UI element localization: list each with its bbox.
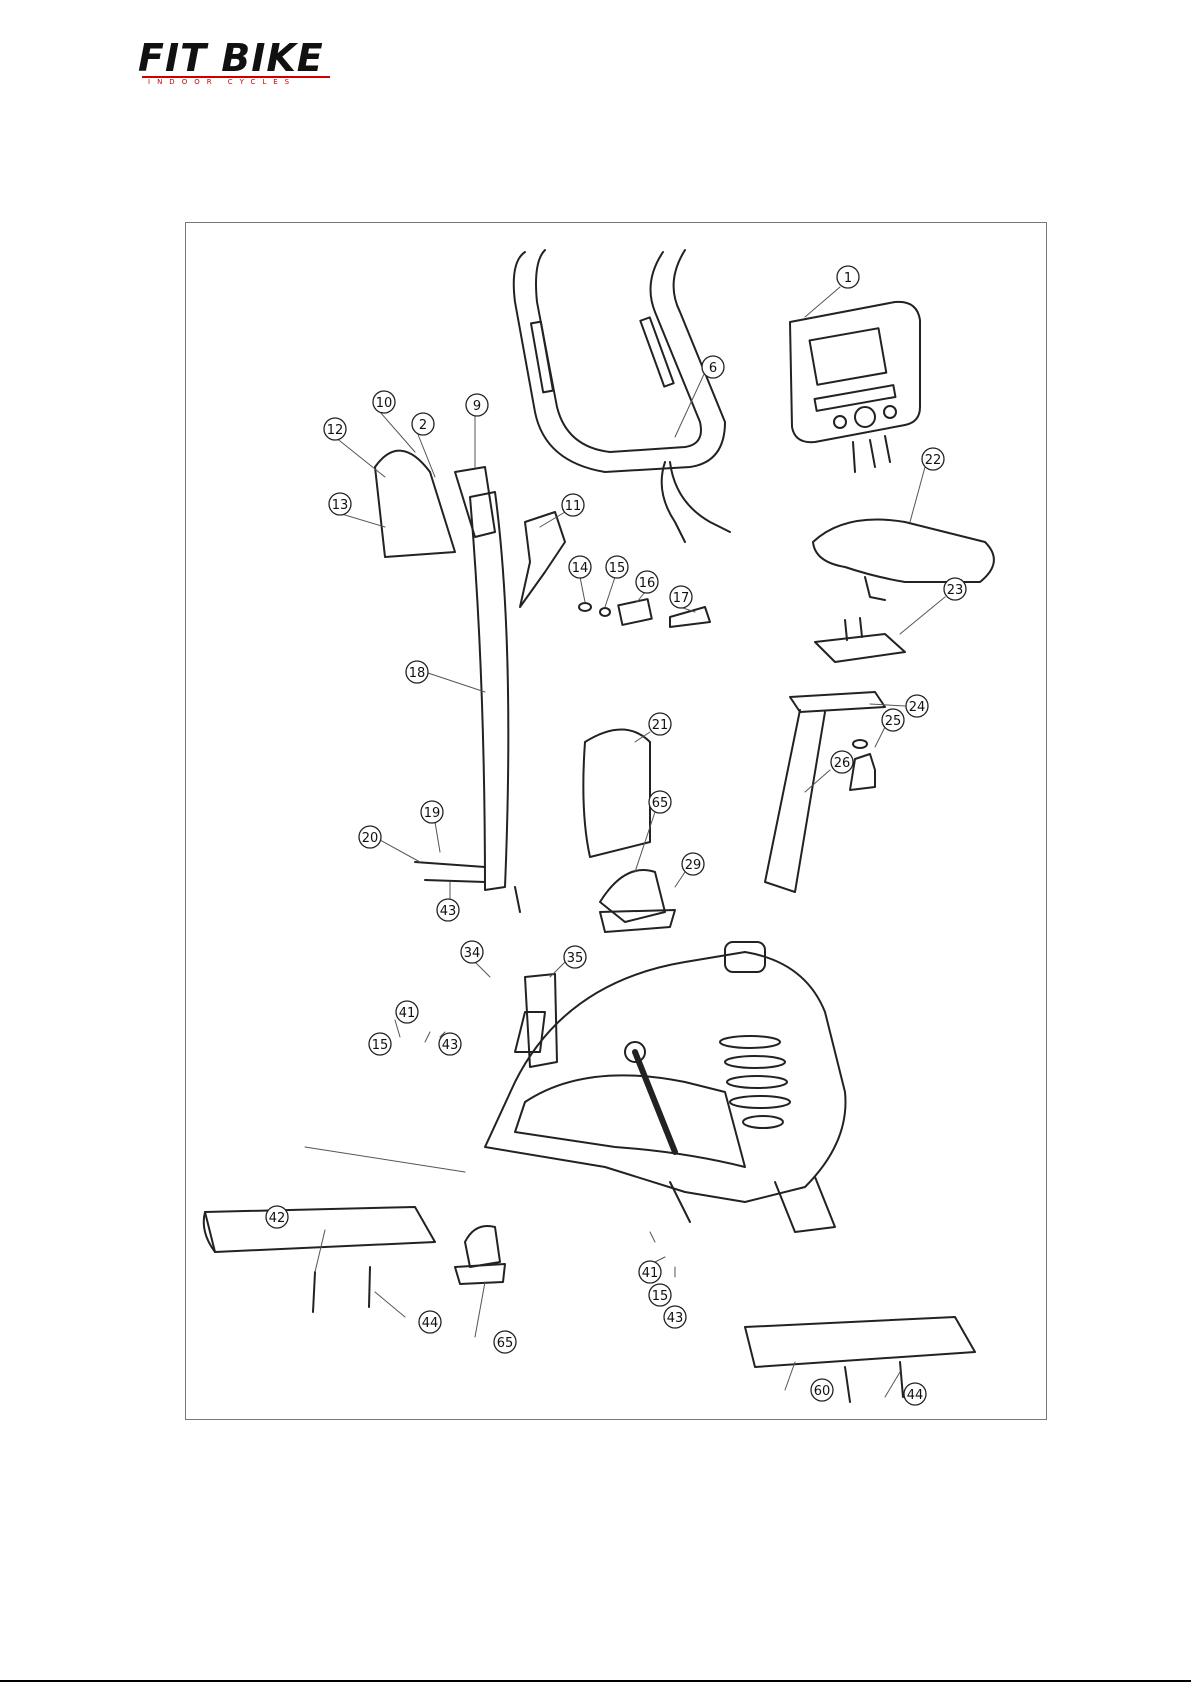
rear-stabilizer [745, 1317, 975, 1367]
main-frame [485, 942, 846, 1232]
seat [813, 520, 994, 601]
leader-lines [305, 287, 945, 1397]
pedal-right [600, 870, 675, 932]
svg-text:29: 29 [685, 858, 702, 873]
svg-text:43: 43 [442, 1038, 459, 1053]
svg-text:65: 65 [497, 1336, 514, 1351]
console [790, 302, 920, 472]
svg-text:34: 34 [464, 946, 481, 961]
post-cover-right [520, 512, 565, 607]
svg-text:26: 26 [834, 756, 851, 771]
svg-text:24: 24 [909, 700, 926, 715]
brand-name: FIT BIKE [138, 38, 338, 78]
cover-21 [583, 730, 650, 858]
front-bracket [525, 974, 557, 1067]
svg-text:16: 16 [639, 576, 656, 591]
svg-text:21: 21 [652, 718, 669, 733]
svg-text:10: 10 [376, 396, 393, 411]
handlebar [514, 250, 730, 542]
svg-text:15: 15 [652, 1289, 669, 1304]
svg-text:6: 6 [709, 361, 717, 376]
svg-text:25: 25 [885, 714, 902, 729]
svg-text:19: 19 [424, 806, 441, 821]
svg-text:18: 18 [409, 666, 426, 681]
svg-text:17: 17 [673, 591, 690, 606]
svg-text:20: 20 [362, 831, 379, 846]
svg-text:65: 65 [652, 796, 669, 811]
svg-text:13: 13 [332, 498, 349, 513]
seat-slider [815, 618, 905, 662]
adjust-knob [850, 740, 875, 790]
svg-text:60: 60 [814, 1384, 831, 1399]
svg-text:15: 15 [609, 561, 626, 576]
svg-text:22: 22 [925, 453, 942, 468]
svg-text:43: 43 [440, 904, 457, 919]
svg-text:35: 35 [567, 951, 584, 966]
brand-tagline: INDOOR CYCLES [148, 78, 296, 86]
bolts [313, 862, 903, 1402]
svg-text:1: 1 [844, 271, 852, 286]
page-bottom-rule [0, 1680, 1191, 1682]
exploded-view-diagram: 1 6 9 10 12 2 13 11 14 15 16 17 18 22 23… [185, 222, 1047, 1420]
svg-text:23: 23 [947, 583, 964, 598]
svg-text:44: 44 [422, 1316, 439, 1331]
pedal-left [455, 1226, 505, 1284]
post-cover-left [375, 451, 455, 557]
brand-logo: FIT BIKE INDOOR CYCLES [138, 38, 338, 86]
svg-text:43: 43 [667, 1311, 684, 1326]
svg-text:12: 12 [327, 423, 344, 438]
svg-text:44: 44 [907, 1388, 924, 1403]
svg-text:11: 11 [565, 499, 582, 514]
callout-numbers: 1 6 9 10 12 2 13 11 14 15 16 17 18 22 23… [269, 271, 964, 1403]
front-stabilizer [204, 1207, 435, 1252]
svg-text:15: 15 [372, 1038, 389, 1053]
svg-text:14: 14 [572, 561, 589, 576]
svg-text:41: 41 [642, 1266, 659, 1281]
svg-text:42: 42 [269, 1211, 286, 1226]
seat-post [765, 692, 885, 892]
svg-text:41: 41 [399, 1006, 416, 1021]
front-post [455, 467, 508, 890]
svg-text:9: 9 [473, 399, 481, 414]
svg-text:2: 2 [419, 418, 427, 433]
